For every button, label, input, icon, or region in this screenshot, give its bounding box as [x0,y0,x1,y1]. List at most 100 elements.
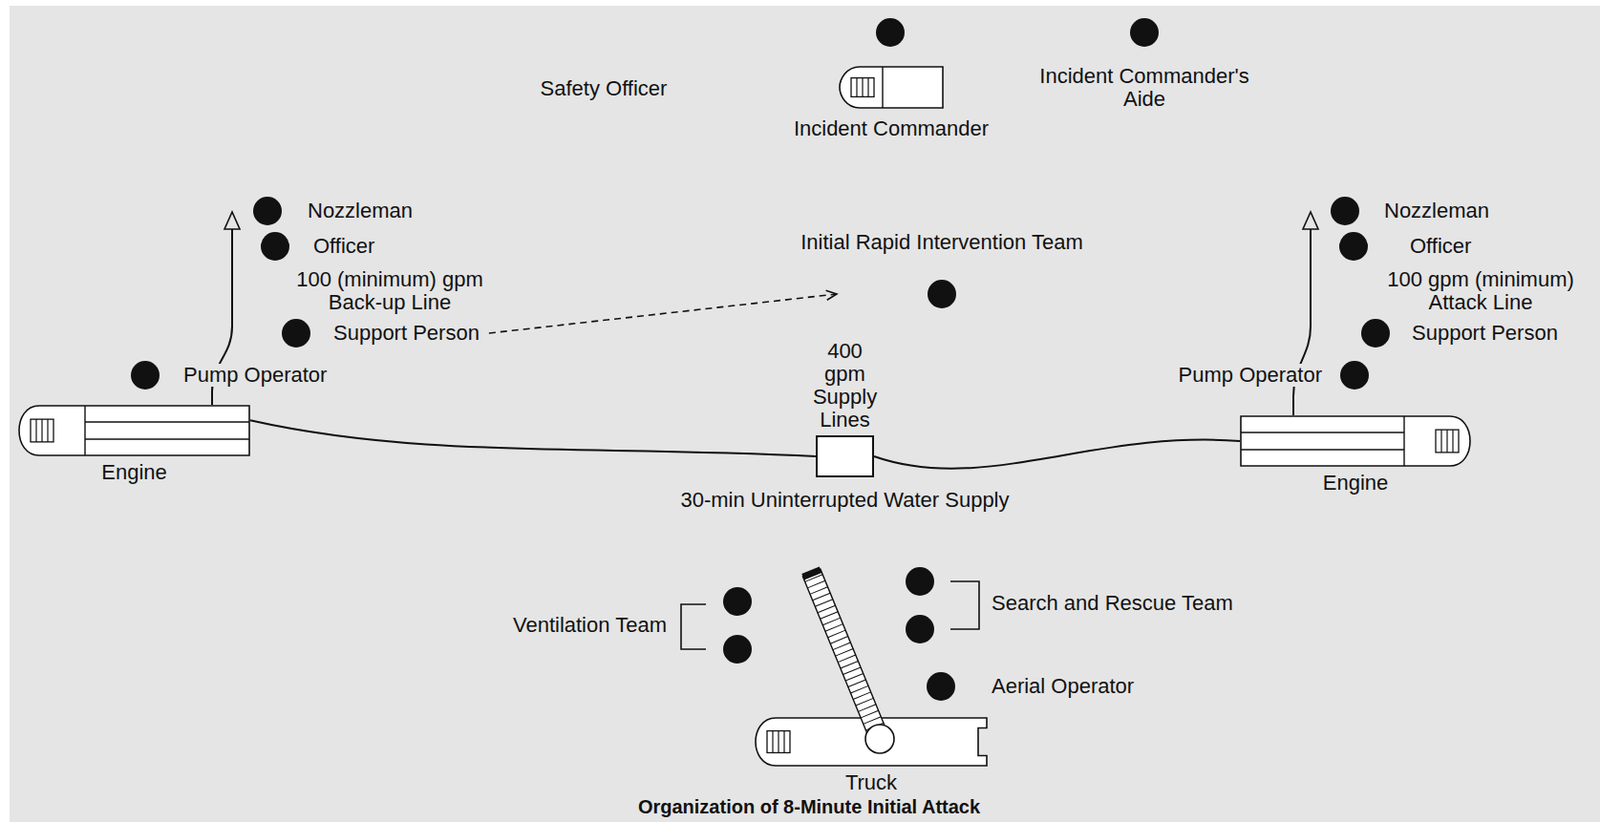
vehicle-body [839,66,943,108]
ladder-rung [835,649,854,658]
node-label: Engine [99,461,170,485]
node-label: 30-min Uninterrupted Water Supply [679,489,1012,512]
role-label: Officer [1408,234,1473,258]
ladder-rung [850,685,869,694]
cab-divider [881,66,883,108]
grille-bar [783,731,785,754]
vehicle-body [19,405,250,456]
ladder-rung [853,692,872,701]
ladder-rung [828,630,847,639]
vehicle-shape [815,435,875,478]
hose-bed [1240,448,1405,450]
role-label-slot: Search and Rescue Team [989,592,1236,616]
role-label-slot: Initial Rapid Intervention Team [798,231,1086,255]
grille-bar [861,78,863,98]
grille-bar [1446,429,1448,453]
team-bracket [950,581,980,630]
vehicle-grille [30,419,54,443]
grille-bar [777,731,779,754]
node-label: Incident Commander [791,117,991,141]
person-dot [875,18,905,47]
role-label: Support Person [1409,321,1560,345]
ladder-rung [817,605,836,614]
cab-divider [84,405,86,456]
supply-junction: 400 gpm Supply Lines30-min Uninterrupted… [815,435,875,478]
supply-line [874,440,1240,470]
person-dot [1340,361,1369,390]
node-label-slot: Incident Commander [791,117,991,141]
person-dot [1361,319,1390,348]
role-label: 100 gpm (minimum) Attack Line [1381,268,1581,315]
person-dot [905,567,935,597]
grille-bar [46,419,48,443]
truck-vehicle: Truck [754,717,988,768]
role-label-slot: Aerial Operator [989,675,1136,699]
grille-bar [35,419,37,443]
role-label: Pump Operator [181,363,329,387]
person-dot [927,279,957,309]
role-label: Pump Operator [1176,363,1324,387]
ladder-rung [810,587,829,596]
hose-arrowhead [1302,212,1319,230]
engine-vehicle: Engine [1239,415,1472,468]
node-label: 400 gpm Supply Lines [810,340,879,432]
role-label-slot: Nozzleman [305,199,415,223]
ladder-rung [848,680,867,688]
person-dot [260,232,290,261]
person-dot [926,672,956,702]
node-label-slot: 400 gpm Supply Lines [810,340,879,432]
turntable [865,725,895,754]
grille-bar [867,78,869,98]
role-label: Safety Officer [538,77,670,101]
vehicle-shape [18,405,251,457]
node-label-slot: Engine [1321,471,1391,495]
grille-bar [41,419,43,443]
hose-bed [85,438,250,440]
figure-caption: Organization of 8-Minute Initial Attack [636,795,982,819]
role-label: Nozzleman [1382,199,1492,223]
ladder-rung [820,612,839,620]
node-label-slot: 30-min Uninterrupted Water Supply [679,489,1012,512]
dashed-arrowhead [826,290,837,300]
vehicle-shape [1239,415,1472,468]
ladder-rung [812,593,832,601]
role-label: Nozzleman [305,199,415,223]
ladder-rung [845,673,864,682]
role-label-slot: Support Person [1409,321,1560,345]
hose-line [1293,229,1311,416]
aerial-ladder [801,566,889,743]
role-label-slot: Officer [1408,234,1473,258]
role-label: Support Person [331,321,482,345]
person-dot [723,635,752,664]
role-label-slot: Officer [311,234,377,258]
engine-vehicle: Engine [18,405,251,457]
node-label-slot: Truck [843,771,899,795]
hose-bed [1240,431,1405,433]
ladder-rung [807,580,826,589]
hose-arrowhead [224,212,240,230]
role-label: Officer [311,234,377,258]
vehicle-body [1240,416,1471,467]
vehicle-grille [851,78,875,98]
dashed-arrow [489,294,837,334]
role-label: 100 (minimum) gpm Back-up Line [290,268,491,315]
ladder-rung [837,655,856,663]
role-label: Incident Commander's Aide [1027,64,1261,111]
cab-divider [1403,416,1405,467]
role-label: Search and Rescue Team [989,592,1236,616]
person-dot [1130,18,1159,47]
role-label: Initial Rapid Intervention Team [798,231,1086,255]
ladder-rails [802,569,889,744]
node-label-slot: Engine [99,461,170,485]
person-dots [130,18,1390,702]
ladder-rung [832,642,852,651]
person-dot [281,319,311,348]
team-bracket [681,604,706,650]
person-dot [723,587,752,617]
role-label-slot: Incident Commander's Aide [1027,64,1261,111]
role-label-slot: Support Person [331,321,482,345]
person-dot [1330,196,1360,226]
person-dot [253,196,282,226]
grille-bar [1440,429,1442,453]
